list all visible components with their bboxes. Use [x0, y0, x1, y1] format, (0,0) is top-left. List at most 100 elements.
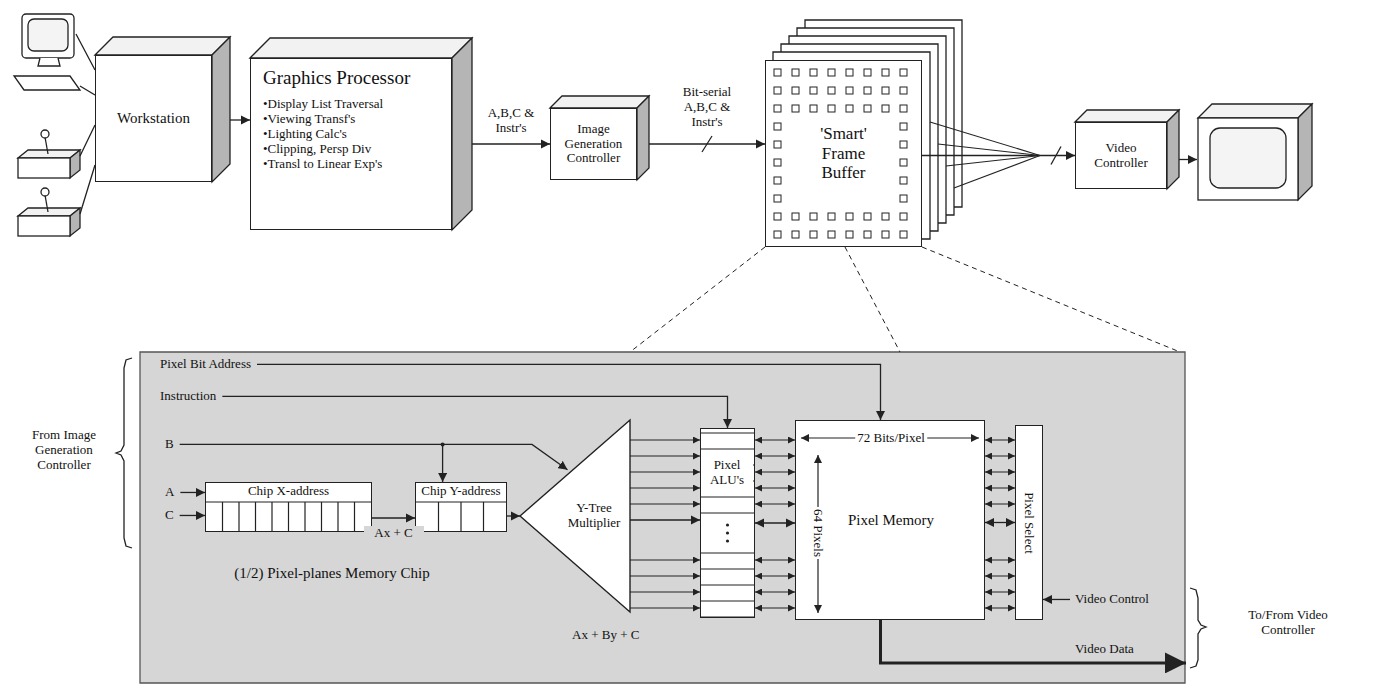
- memory-cell-square: [774, 69, 781, 76]
- memory-cell-square: [774, 159, 781, 166]
- tree-output-arrow: [630, 576, 700, 577]
- memory-cell-square: [882, 231, 889, 238]
- zoom-line: [922, 247, 1180, 352]
- instruction-wire: [222, 396, 727, 428]
- memory-cell-square: [774, 87, 781, 94]
- memory-cell-square: [810, 231, 817, 238]
- display-monitor: [1198, 118, 1298, 200]
- coefficient-wire: [442, 444, 443, 482]
- alu-cell: [701, 600, 754, 601]
- video-arrow: [1179, 159, 1197, 160]
- node-label: Video Controller: [1080, 141, 1162, 171]
- display-screen: [1210, 128, 1286, 188]
- bullet-item: •Clipping, Persp Div: [263, 142, 371, 157]
- register-cell: [438, 502, 439, 531]
- junction-dot: [441, 442, 445, 446]
- memory-select-arrow: [985, 488, 1015, 489]
- signal-label: Ax + By + C: [572, 628, 639, 643]
- register-cell: [255, 502, 256, 531]
- connector-arrow: [372, 517, 415, 518]
- node-label: Y-Tree Multiplier: [562, 501, 626, 531]
- alu-memory-arrow: [755, 456, 795, 457]
- pixel-memory-box: 72 Bits/PixelPixel Memory64 Pixels: [795, 420, 985, 620]
- address-wire: [257, 364, 880, 420]
- memory-select-arrow: [985, 504, 1015, 505]
- ellipsis-dot: [726, 539, 729, 542]
- memory-cell-square: [774, 231, 781, 238]
- bracket-label: To/From Video Controller: [1238, 608, 1338, 638]
- tree-output-arrow: [630, 560, 700, 561]
- memory-select-arrow: [985, 472, 1015, 473]
- keyboard-icon: [14, 76, 80, 90]
- tree-output-arrow: [630, 456, 700, 457]
- joystick-knob: [41, 130, 49, 138]
- memory-cell-square: [810, 87, 817, 94]
- memory-select-arrow: [985, 576, 1015, 577]
- connector-arrow: [507, 515, 520, 516]
- memory-cell-square: [900, 141, 907, 148]
- tree-output-arrow: [630, 592, 700, 593]
- node-label: Workstation: [117, 110, 190, 127]
- box-side-face: [452, 38, 472, 230]
- memory-cell-square: [900, 213, 907, 220]
- ellipsis-dot: [726, 523, 729, 526]
- alu-cell: [701, 616, 754, 617]
- memory-select-arrow: [985, 440, 1015, 441]
- register-cell: [222, 502, 223, 531]
- node-label: Pixel ALU's: [701, 458, 753, 488]
- joystick-base: [70, 208, 80, 236]
- pixel-alu-box: Pixel ALU's: [700, 428, 755, 618]
- layout-drawing: [95, 20, 1206, 683]
- node-label: 72 Bits/Pixel: [855, 431, 927, 446]
- memory-cell-square: [900, 87, 907, 94]
- alu-cell: [701, 432, 754, 433]
- monitor-icon: [22, 14, 74, 58]
- register-cell: [304, 502, 305, 531]
- alu-memory-arrow: [755, 608, 795, 609]
- joystick-knob: [41, 188, 49, 196]
- memory-cell-square: [774, 213, 781, 220]
- alu-memory-arrow: [755, 440, 795, 441]
- register-cell: [321, 502, 322, 531]
- plane-output-line: [938, 144, 1040, 156]
- ellipsis-dot: [726, 531, 729, 534]
- bullet-item: •Viewing Transf's: [263, 112, 355, 127]
- signal-label: Pixel Bit Address: [160, 357, 251, 372]
- memory-cell-square: [774, 105, 781, 112]
- node-label: Chip X-address: [248, 484, 329, 499]
- monitor-stand: [38, 58, 60, 66]
- memory-cell-square: [900, 69, 907, 76]
- alu-cell: [701, 496, 754, 497]
- register-cell: [460, 502, 461, 531]
- tree-output-arrow: [630, 472, 700, 473]
- memory-cell-square: [900, 231, 907, 238]
- node-label: Pixel Memory: [848, 512, 934, 529]
- node-label: Pixel Select: [1022, 492, 1037, 554]
- memory-cell-square: [774, 123, 781, 130]
- plane-output-line: [930, 122, 1040, 156]
- joystick-base: [70, 150, 80, 178]
- pixel-select-box: Pixel Select: [1015, 425, 1043, 620]
- display-monitor: [1198, 104, 1312, 118]
- node-label: Graphics Processor: [263, 67, 410, 89]
- connector-arrow: [985, 522, 1015, 523]
- bus-label: A,B,C & Instr's: [475, 106, 547, 136]
- cable-line: [76, 34, 95, 95]
- memory-select-arrow: [985, 456, 1015, 457]
- monitor-screen: [28, 19, 68, 51]
- tree-output-arrow: [630, 440, 700, 441]
- register-cell: [483, 502, 484, 531]
- alu-memory-arrow: [755, 472, 795, 473]
- alu-cell: [701, 568, 754, 569]
- workstation-box: Workstation: [95, 55, 212, 182]
- memory-cell-square: [864, 105, 871, 112]
- workstation-icons: [14, 14, 1312, 236]
- alu-memory-arrow: [755, 576, 795, 577]
- coefficient-wire: [180, 444, 568, 469]
- register-cell: [238, 502, 239, 531]
- zoom-line: [845, 247, 900, 352]
- tree-output-arrow: [630, 504, 700, 505]
- alu-memory-arrow: [755, 592, 795, 593]
- register-cell: [354, 502, 355, 531]
